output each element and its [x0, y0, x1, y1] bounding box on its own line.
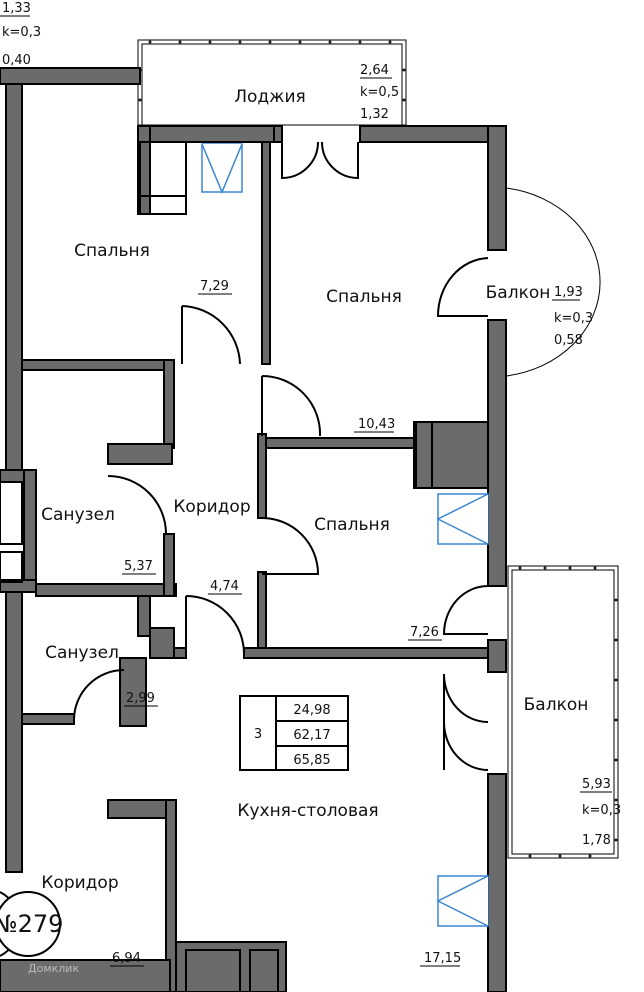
summary-table: 3 24,98 62,17 65,85: [239, 695, 349, 771]
summary-total-area: 62,17: [293, 728, 330, 743]
bedroom-top-right-label: Спальня: [326, 287, 402, 307]
corridor-middle-label: Коридор: [173, 497, 250, 517]
neighbor-k: k=0,3: [2, 25, 41, 40]
corridor-middle-area: 4,74: [210, 579, 239, 594]
neighbor-reduced: 0,40: [2, 53, 31, 68]
loggia-area: 2,64: [360, 63, 389, 78]
balcony-lower-label: Балкон: [524, 695, 589, 715]
balcony-lower-k: k=0,3: [582, 803, 621, 818]
bedroom-top-left-label: Спальня: [74, 241, 150, 261]
kitchen-area: 17,15: [424, 951, 461, 966]
loggia-k: k=0,5: [360, 85, 399, 100]
balcony-lower-area: 5,93: [582, 777, 611, 792]
plan-number-badge: №279: [0, 891, 63, 957]
balcony-upper-arc: [505, 187, 601, 377]
loggia-label: Лоджия: [234, 87, 306, 107]
ventilation-marks: [201, 143, 489, 927]
walls: [0, 67, 507, 992]
corridor-lower-area: 6,94: [112, 951, 141, 966]
window-frames: [0, 141, 489, 992]
kitchen-label: Кухня-столовая: [237, 801, 378, 821]
bedroom-top-left-area: 7,29: [200, 279, 229, 294]
summary-total-with-balconies: 65,85: [293, 753, 330, 768]
balcony-upper-k: k=0,3: [554, 311, 593, 326]
bedroom-middle-label: Спальня: [314, 515, 390, 535]
doors: [73, 141, 489, 771]
neighbor-area: 1,33: [2, 1, 31, 16]
bathroom-lower-label: Санузел: [45, 643, 119, 663]
plan-number: №279: [0, 910, 63, 938]
summary-room-count: 3: [254, 727, 262, 742]
balcony-upper-reduced: 0,58: [554, 333, 583, 348]
bathroom-upper-area: 5,37: [124, 559, 153, 574]
loggia-reduced: 1,32: [360, 107, 389, 122]
balcony-lower-reduced: 1,78: [582, 833, 611, 848]
bathroom-lower-area: 2,99: [126, 691, 155, 706]
summary-living-area: 24,98: [293, 703, 330, 718]
corridor-lower-label: Коридор: [41, 873, 118, 893]
bedroom-middle-area: 7,26: [410, 625, 439, 640]
bathroom-upper-label: Санузел: [41, 505, 115, 525]
balcony-upper-area: 1,93: [554, 285, 583, 300]
balcony-lower-railing: [507, 565, 619, 859]
balcony-upper-label: Балкон: [486, 283, 551, 303]
bedroom-top-right-area: 10,43: [358, 417, 395, 432]
area-underlines: [0, 15, 612, 967]
watermark-text: Домклик: [28, 962, 79, 975]
